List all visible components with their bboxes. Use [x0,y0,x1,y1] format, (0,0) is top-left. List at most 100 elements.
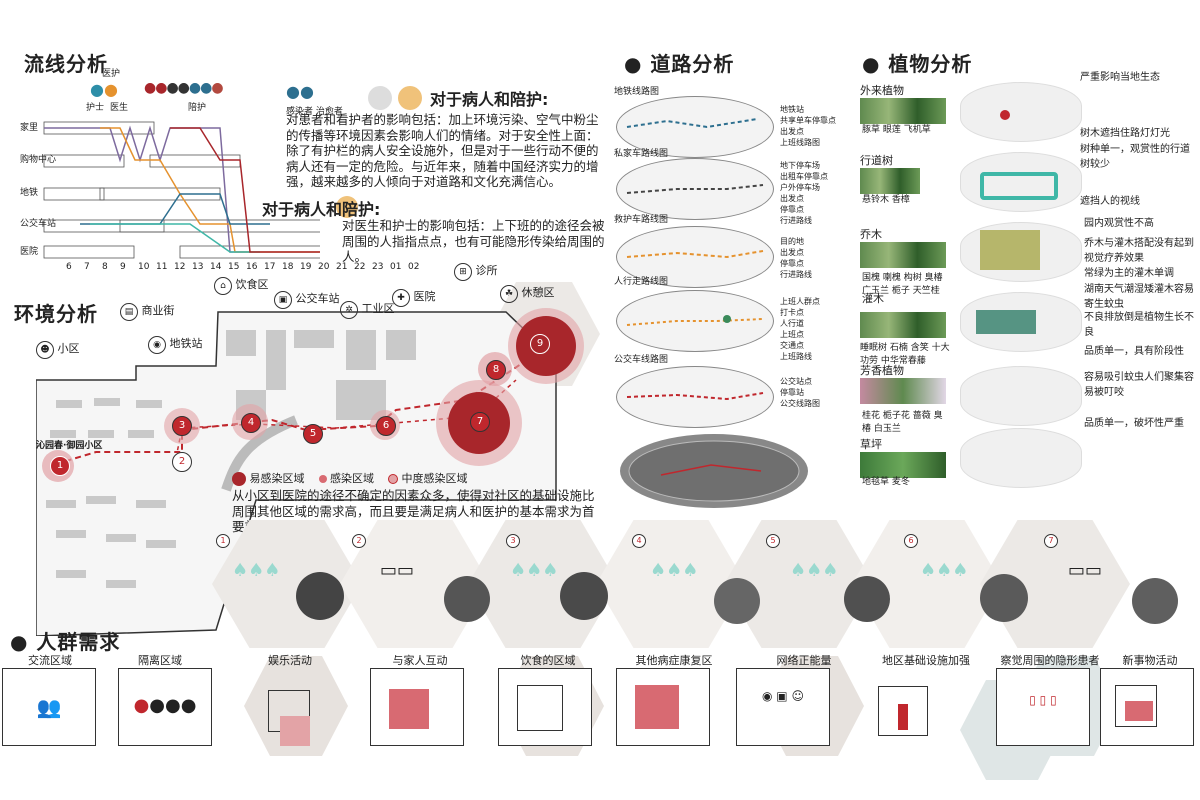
escort-icons: ●●●●●●● [144,80,224,96]
point-marker[interactable]: 3 [172,416,192,436]
point-marker[interactable]: 4 [241,413,261,433]
row-hospital: 医院 [20,247,39,257]
need-label: 隔离区域 [138,654,182,667]
road-map-label: 私家车路线图 [614,149,669,159]
car-route-map [616,158,774,220]
plant-note: 树木遮挡住路灯灯光 [1080,128,1170,139]
place-bus: ▣ 公交车站 [274,290,340,309]
need-card: ◉ ▣ ☺ [736,668,830,746]
industry-icon: ✲ [340,301,358,319]
place-label: 医院 [413,290,436,303]
need-label: 其他病症康复区 [635,654,713,667]
place-metro: ◉ 地铁站 [148,335,203,354]
plant-marker [1000,110,1010,120]
plant-marker [980,230,1040,270]
plant-species: 桂花 栀子花 蔷薇 臭椿 白玉兰 [862,411,943,434]
infected-label: 感染者 [286,107,314,117]
bus-route-map [616,366,774,428]
need-card: 👥 [2,668,96,746]
medical-group-label: 医护 [102,69,121,79]
point-marker[interactable]: 9 [530,334,550,354]
point-marker[interactable]: 5 [303,424,323,444]
legend-high: 易感染区域 [232,470,305,486]
plant-note: 不良排放倒是植物生长不良 [1084,312,1194,338]
patient-avatar-icon [368,86,392,110]
hour-tick: 15 [228,262,240,272]
doctor-label: 医生 [110,103,129,113]
rest-icon: ☘ [500,285,518,303]
overview-map [620,434,808,508]
step-number: 4 [632,534,646,548]
plant-photo [860,452,946,478]
doctor-avatar-icon [336,196,358,218]
hour-tick: 6 [66,262,72,272]
plant-group-title: 芳香植物 [860,364,904,377]
point-marker[interactable]: 2 [172,452,192,472]
plant-species: 悬铃木 香樟 [862,195,910,205]
hour-tick: 12 [174,262,186,272]
plant-species: 国槐 喇槐 构树 臭椿 广玉兰 栀子 天竺桂 [862,273,943,296]
road-map-label: 人行走路线图 [614,277,669,287]
hour-tick: 13 [192,262,204,272]
hour-tick: 20 [318,262,330,272]
plant-group-title: 草坪 [860,438,882,451]
plant-note: 湖南天气潮湿矮灌木容易寄生蚊虫 [1084,284,1194,310]
shop-icon: ▤ [120,303,138,321]
place-label: 地铁站 [169,337,203,350]
need-card: ●●●● [118,668,212,746]
nurse-label: 护士 [86,103,105,113]
place-clinic: ⊞ 诊所 [454,262,498,281]
need-label: 饮食的区域 [520,654,576,667]
step-number: 6 [904,534,918,548]
hour-tick: 18 [282,262,294,272]
row-mall: 购物中心 [20,155,57,165]
env-legend: 易感染区域 感染区域 中度感染区域 [232,470,468,486]
plant-photo [860,168,920,194]
hour-tick: 7 [84,262,90,272]
hour-tick: 11 [156,262,168,272]
point-marker[interactable]: 1 [50,456,70,476]
metro-legend: 地铁站共享单车停靠点出发点上班线路图 [780,105,836,147]
road-map-label: 救护车路线图 [614,215,669,225]
point-marker[interactable]: 7 [470,412,490,432]
plant-note: 品质单一，具有阶段性 [1084,346,1184,357]
plant-map [960,82,1082,142]
walk-legend: 上班人群点打卡点人行道上班点交通点上班路线 [780,297,820,361]
hour-tick: 14 [210,262,222,272]
row-bus: 公交车站 [20,219,57,229]
plant-note: 树种单一，观赏性的行道树较少 [1080,144,1190,170]
escort-avatar-icon [398,86,422,110]
need-card [370,668,464,746]
place-label: 诊所 [475,264,498,277]
staff-heading: 对于病人和陪护: [262,200,381,219]
patient-heading: 对于病人和陪护: [430,90,549,109]
step-photo [444,576,490,622]
plant-species: 睡眠树 石楠 含笑 十大功劳 中华常春藤 [860,343,950,366]
community-label: 沁园春·御园小区 [36,441,103,451]
plant-group-title: 行道树 [860,154,893,167]
people-legend: 医护 ●● 护士 医生 ●●●●●●● 陪护 [84,62,254,113]
car-legend: 地下停车场出租车停靠点户外停车场出发点停靠点行进路线 [780,161,828,225]
food-icon: ⌂ [214,277,232,295]
plant-group-title: 乔木 [860,228,882,241]
step-photo [296,572,344,620]
place-label: 工业区 [361,302,395,315]
step-trees: ♠♠♠ [920,560,969,581]
plant-group-title: 灌木 [862,292,884,305]
cured-label: 治愈者 [315,107,343,117]
flow-title: 流线分析 [24,52,108,76]
hour-tick: 01 [390,262,402,272]
mask-icon: ☻ [36,341,54,359]
need-card [1100,668,1194,746]
point-marker[interactable]: 6 [376,416,396,436]
road-map-label: 地铁线路图 [614,87,660,97]
plant-note: 乔木与灌木搭配没有起到视觉疗养效果 [1084,238,1194,264]
place-hospital: ✚ 医院 [392,288,436,307]
hour-tick: 23 [372,262,384,272]
plant-note: 常绿为主的灌木单调 [1084,268,1174,279]
env-title: 环境分析 [14,302,98,326]
point-marker[interactable]: 8 [486,360,506,380]
place-label: 饮食区 [235,278,269,291]
hour-tick: 10 [138,262,150,272]
step-number: 2 [352,534,366,548]
